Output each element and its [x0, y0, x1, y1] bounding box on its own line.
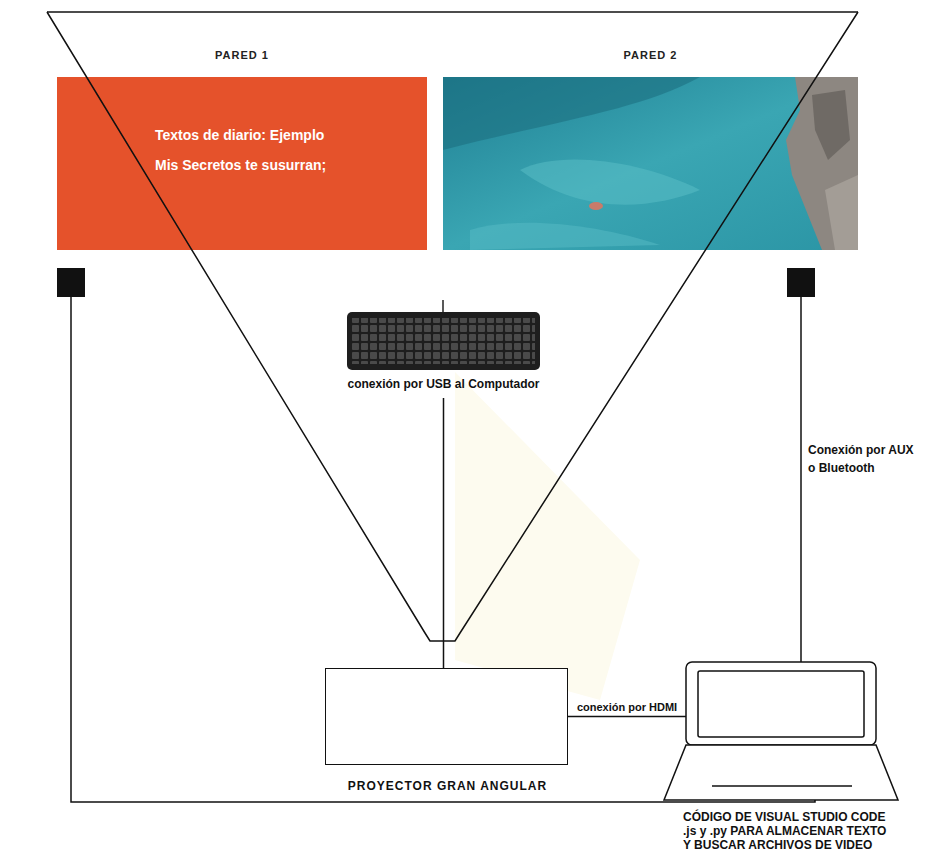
- connector-line: [443, 398, 445, 668]
- laptop-base: [664, 745, 898, 800]
- speaker: [57, 268, 85, 297]
- sea-shallows: [520, 160, 700, 205]
- diary-text: Mis Secretos te susurran;: [155, 157, 415, 174]
- connector-line: [568, 716, 686, 718]
- laptop-display: [698, 671, 864, 737]
- text-holder: PROYECTOR GRAN ANGULAR: [306, 779, 589, 794]
- sea-photo: [443, 77, 858, 250]
- wall-box: PARED 2: [443, 77, 858, 250]
- device-label: PROYECTOR GRAN ANGULAR: [306, 779, 589, 794]
- rock: [786, 77, 858, 250]
- wall-heading: PARED 2: [443, 48, 858, 62]
- projection-line: [47, 12, 858, 641]
- device-label: conexión por USB al Computador: [337, 377, 550, 392]
- laptop-node: CÓDIGO DE VISUAL STUDIO CODE .js y .py P…: [686, 662, 898, 800]
- sea-shallows: [470, 223, 660, 250]
- light-beam: [455, 372, 640, 700]
- speaker: [787, 268, 815, 297]
- rock-shade: [812, 90, 850, 160]
- laptop-trackpad: [712, 785, 852, 787]
- keyboard-node: conexión por USB al Computador: [347, 310, 540, 398]
- keyboard: [347, 312, 540, 370]
- speaker-wire: [800, 297, 802, 662]
- connection-note: Conexión por AUX o Bluetooth: [808, 441, 922, 477]
- text-holder: PARED 1: [57, 48, 427, 62]
- wall-panel: [57, 77, 427, 250]
- keyboard-keys: [352, 318, 535, 364]
- keyboard-cable: [442, 300, 444, 312]
- text-holder: conexión por USB al Computador: [337, 377, 550, 392]
- text-holder: PARED 2: [443, 48, 858, 62]
- projection-line: [47, 11, 858, 13]
- sea-shadow: [443, 77, 700, 150]
- text-holder: CÓDIGO DE VISUAL STUDIO CODE .js y .py P…: [683, 810, 895, 852]
- rock-light: [825, 175, 858, 250]
- text-holder: Textos de diario: Ejemplo: [155, 127, 415, 144]
- laptop-screen: [686, 662, 876, 745]
- diary-text: Textos de diario: Ejemplo: [155, 127, 415, 144]
- connection-label: conexión por HDMI: [576, 701, 678, 714]
- text-holder: Mis Secretos te susurran;: [155, 157, 415, 174]
- wall-heading: PARED 1: [57, 48, 427, 62]
- device-label: CÓDIGO DE VISUAL STUDIO CODE .js y .py P…: [683, 810, 895, 852]
- wall-box: PARED 1Textos de diario: EjemploMis Secr…: [57, 77, 427, 250]
- projector-box: PROYECTOR GRAN ANGULAR: [325, 668, 568, 765]
- swimmer: [589, 202, 603, 210]
